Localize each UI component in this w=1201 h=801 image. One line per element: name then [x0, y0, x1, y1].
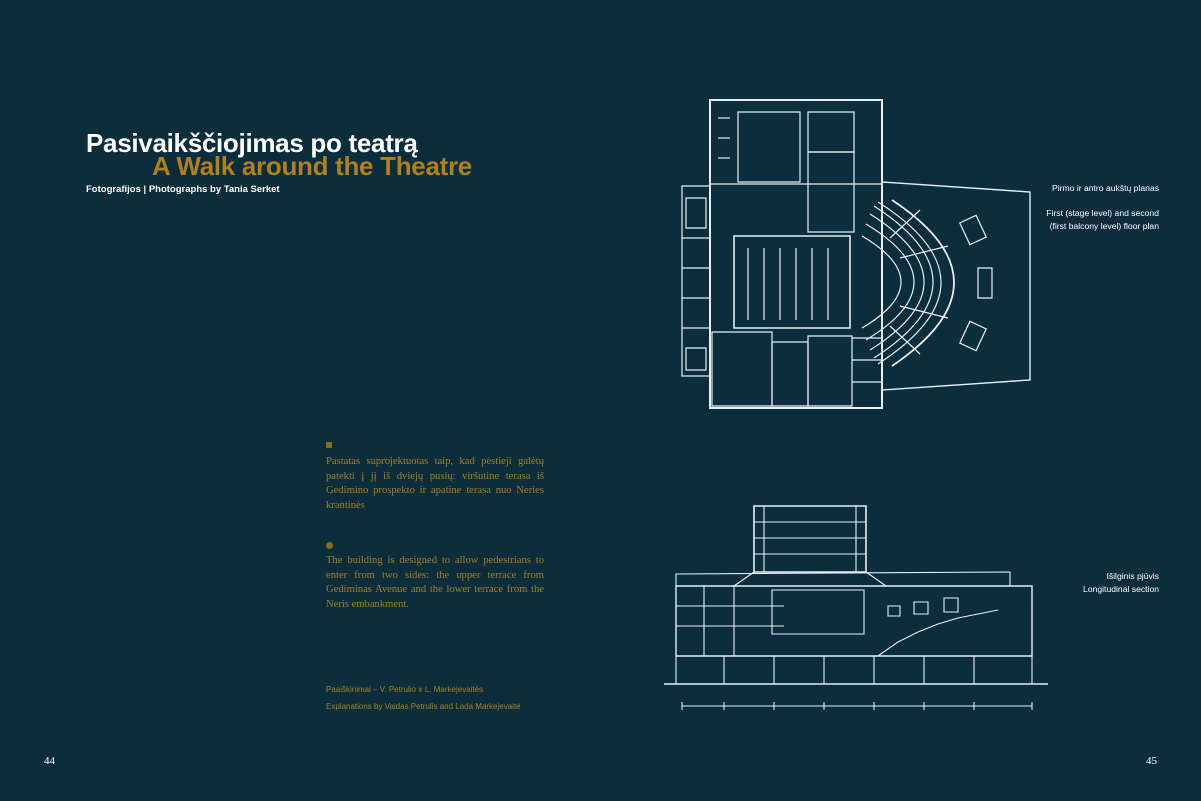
floor-plan-drawing	[678, 98, 1038, 410]
longitudinal-section-drawing	[664, 502, 1048, 716]
paragraph-english: The building is designed to allow pedest…	[326, 555, 544, 610]
explanations-credit-english: Explanations by Vaidas Petrulis and Lada…	[326, 702, 521, 711]
round-bullet-icon	[326, 542, 333, 549]
page-number-left: 44	[44, 755, 55, 767]
page-number-right: 45	[1146, 755, 1157, 767]
floor-plan-caption-english: First (stage level) and second (first ba…	[1046, 208, 1159, 231]
square-bullet-icon	[326, 442, 332, 448]
title-lithuanian: Pasivaikščiojimas po teatrą	[86, 128, 418, 158]
floor-plan-caption-lithuanian: Pirmo ir antro aukštų planas	[1052, 183, 1159, 193]
paragraph-lithuanian: Pastatas suprojektuotas taip, kad pėstie…	[326, 456, 544, 511]
photo-credit: Fotografijos | Photographs by Tania Serk…	[86, 184, 280, 195]
explanations-credit-lithuanian: Paaiškinimai – V. Petrulio ir L. Markeje…	[326, 685, 484, 694]
title-english: A Walk around the Theatre	[152, 151, 472, 181]
section-caption-lithuanian: Išilginis pjūvis	[1106, 571, 1159, 581]
section-caption-english: Longitudinal section	[1083, 584, 1159, 594]
